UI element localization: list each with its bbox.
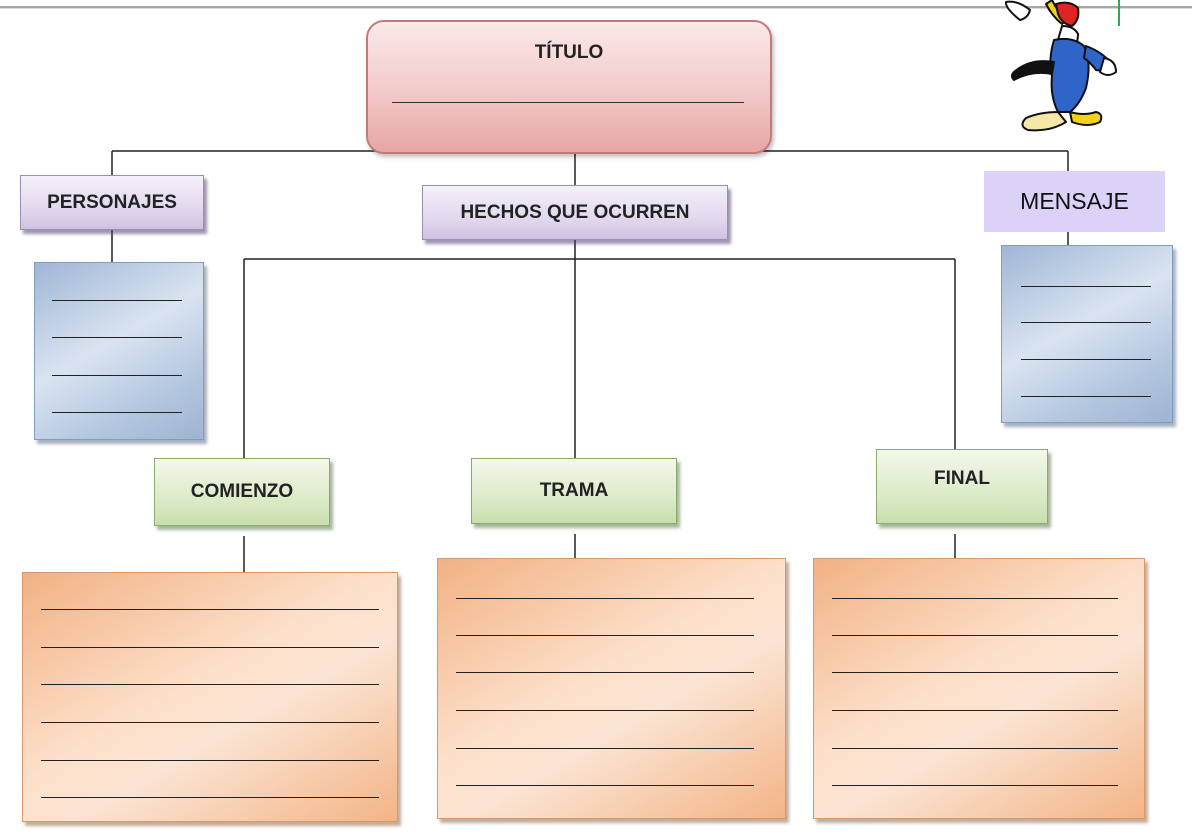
writing-line: [41, 797, 379, 798]
writing-line: [832, 598, 1118, 599]
writing-line: [41, 684, 379, 685]
top-rule: [0, 6, 1192, 9]
writing-line: [456, 748, 754, 749]
writing-line: [41, 647, 379, 648]
characters-list-box: [34, 262, 204, 440]
writing-line: [52, 412, 182, 413]
ending-writing-box: [813, 558, 1145, 819]
writing-line: [456, 672, 754, 673]
writing-line: [1021, 286, 1151, 287]
writing-line: [52, 375, 182, 376]
plot-box: TRAMA: [471, 458, 677, 524]
writing-line: [41, 609, 379, 610]
writing-line: [832, 710, 1118, 711]
writing-line: [1021, 359, 1151, 360]
events-box: HECHOS QUE OCURREN: [422, 185, 728, 240]
characters-box: PERSONAJES: [20, 175, 204, 230]
writing-line: [832, 748, 1118, 749]
writing-line: [456, 785, 754, 786]
writing-line: [52, 337, 182, 338]
writing-line: [832, 785, 1118, 786]
beginning-label: COMIENZO: [190, 481, 294, 502]
beginning-writing-box: [22, 572, 398, 822]
writing-line: [456, 710, 754, 711]
message-box: MENSAJE: [984, 171, 1165, 232]
writing-line: [832, 672, 1118, 673]
ending-label: FINAL: [934, 468, 990, 489]
message-label: MENSAJE: [1020, 188, 1129, 214]
title-label: TÍTULO: [534, 42, 604, 63]
writing-line: [456, 635, 754, 636]
writing-line: [456, 598, 754, 599]
title-writing-line: [392, 102, 744, 103]
message-list-box: [1001, 245, 1173, 423]
writing-line: [1021, 322, 1151, 323]
beginning-box: COMIENZO: [154, 458, 330, 526]
plot-writing-box: [437, 558, 786, 819]
writing-line: [52, 300, 182, 301]
title-box: [366, 20, 772, 154]
plot-label: TRAMA: [539, 480, 609, 501]
characters-label: PERSONAJES: [47, 191, 177, 213]
writing-line: [41, 760, 379, 761]
events-label: HECHOS QUE OCURREN: [460, 201, 690, 223]
ending-box: FINAL: [876, 449, 1048, 524]
writing-line: [41, 722, 379, 723]
writing-line: [832, 635, 1118, 636]
writing-line: [1021, 396, 1151, 397]
woodpecker-cartoon-icon: [1004, 0, 1120, 132]
